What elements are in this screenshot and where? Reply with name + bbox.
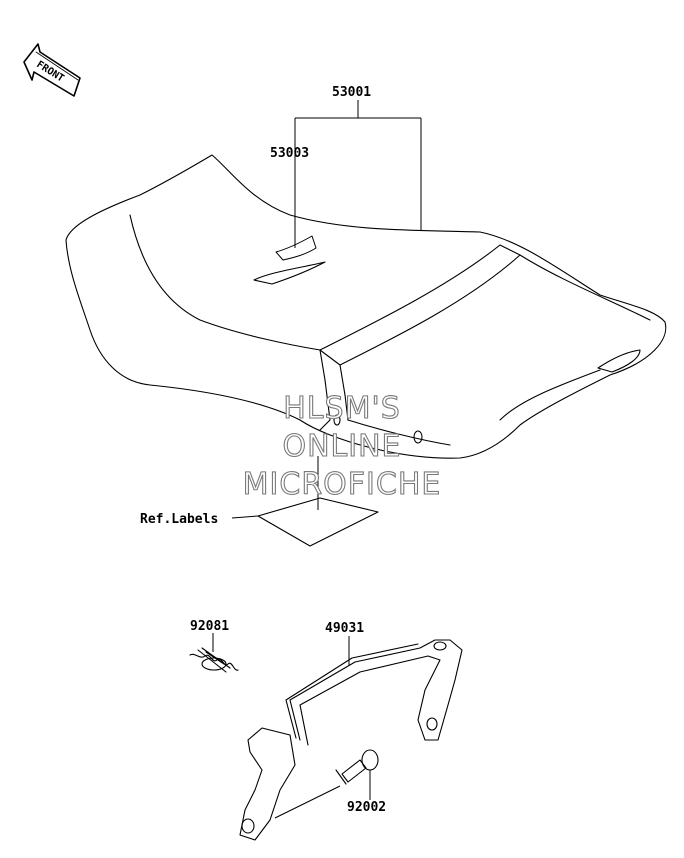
- bolt-drawing: [335, 749, 379, 785]
- spring-drawing: [189, 647, 239, 673]
- callout-92081[interactable]: 92081: [190, 619, 229, 634]
- callout-49031[interactable]: 49031: [325, 621, 364, 636]
- watermark-line1: HLSM'S: [283, 391, 401, 426]
- seat-drawing: [65, 154, 667, 459]
- watermark-line2: ONLINE: [282, 429, 401, 464]
- watermark: HLSM'S ONLINE MICROFICHE: [242, 390, 442, 502]
- callout-53003[interactable]: 53003: [270, 146, 309, 161]
- bracket-drawing: [239, 639, 463, 841]
- callout-53001[interactable]: 53001: [332, 85, 371, 100]
- front-arrow-label: FRONT: [34, 59, 65, 84]
- front-arrow-icon: FRONT: [23, 43, 81, 97]
- callout-92002[interactable]: 92002: [347, 800, 386, 815]
- watermark-line3: MICROFICHE: [243, 467, 442, 502]
- ref-labels-sticker: [257, 456, 379, 547]
- callout-ref-labels[interactable]: Ref.Labels: [140, 512, 218, 527]
